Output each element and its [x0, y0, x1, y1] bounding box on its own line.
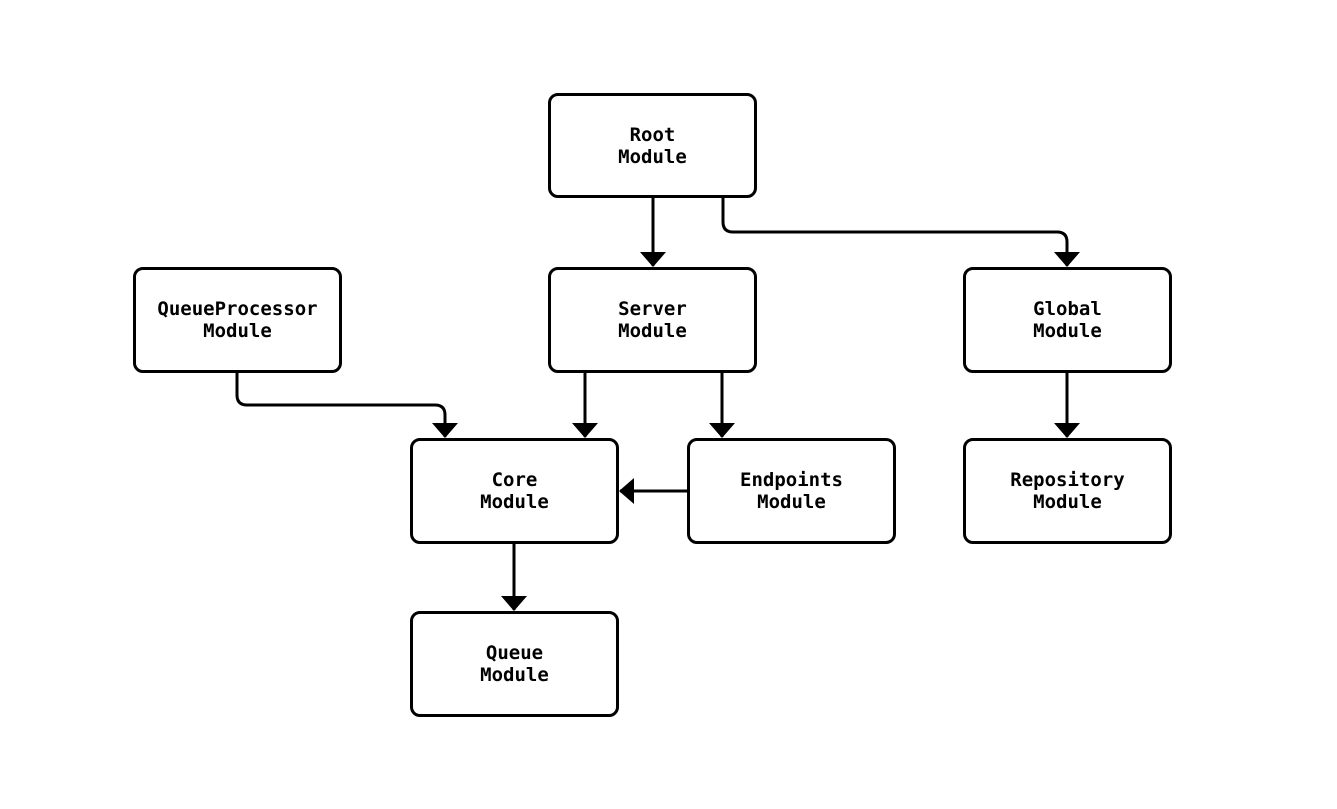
node-label: Global Module: [1033, 298, 1102, 342]
node-root: Root Module: [548, 93, 757, 198]
edge-queueprocessor-core: [235, 373, 458, 438]
node-global: Global Module: [963, 267, 1172, 373]
node-label: Root Module: [618, 123, 687, 168]
node-queueprocessor: QueueProcessor Module: [133, 267, 342, 373]
node-core: Core Module: [410, 438, 619, 544]
edge-root-global: [721, 198, 1080, 267]
node-queue: Queue Module: [410, 611, 619, 717]
node-label: Server Module: [618, 298, 687, 342]
node-label: Core Module: [480, 469, 549, 513]
node-label: Queue Module: [480, 642, 549, 686]
node-server: Server Module: [548, 267, 757, 373]
node-repository: Repository Module: [963, 438, 1172, 544]
node-label: Repository Module: [1010, 469, 1125, 513]
node-label: Endpoints Module: [740, 469, 843, 513]
node-endpoints: Endpoints Module: [687, 438, 896, 544]
node-label: QueueProcessor Module: [157, 298, 318, 342]
